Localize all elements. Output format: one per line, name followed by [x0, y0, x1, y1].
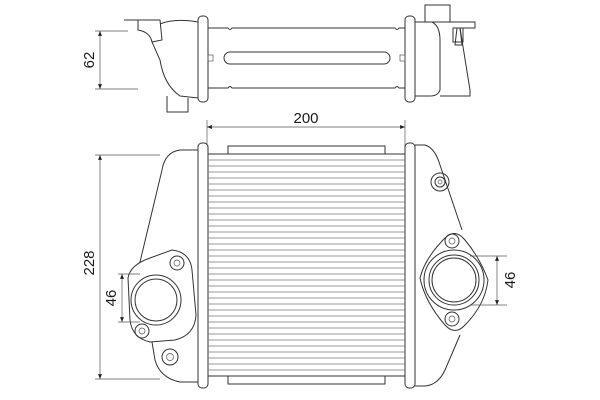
dimension-46-left: 46: [103, 273, 140, 323]
dimension-62: 62: [81, 30, 138, 90]
dimension-label-62: 62: [81, 52, 98, 69]
dimension-label-200: 200: [293, 110, 318, 127]
dimension-200: 200: [206, 110, 406, 150]
front-view: [127, 142, 489, 389]
dimension-label-46-left: 46: [103, 290, 120, 307]
core-fins: [208, 159, 405, 371]
dimension-228: 228: [81, 154, 160, 380]
top-view: [124, 4, 476, 113]
dimension-label-46-right: 46: [502, 272, 519, 289]
dimension-label-228: 228: [81, 250, 98, 275]
dimension-46-right: 46: [470, 255, 519, 306]
